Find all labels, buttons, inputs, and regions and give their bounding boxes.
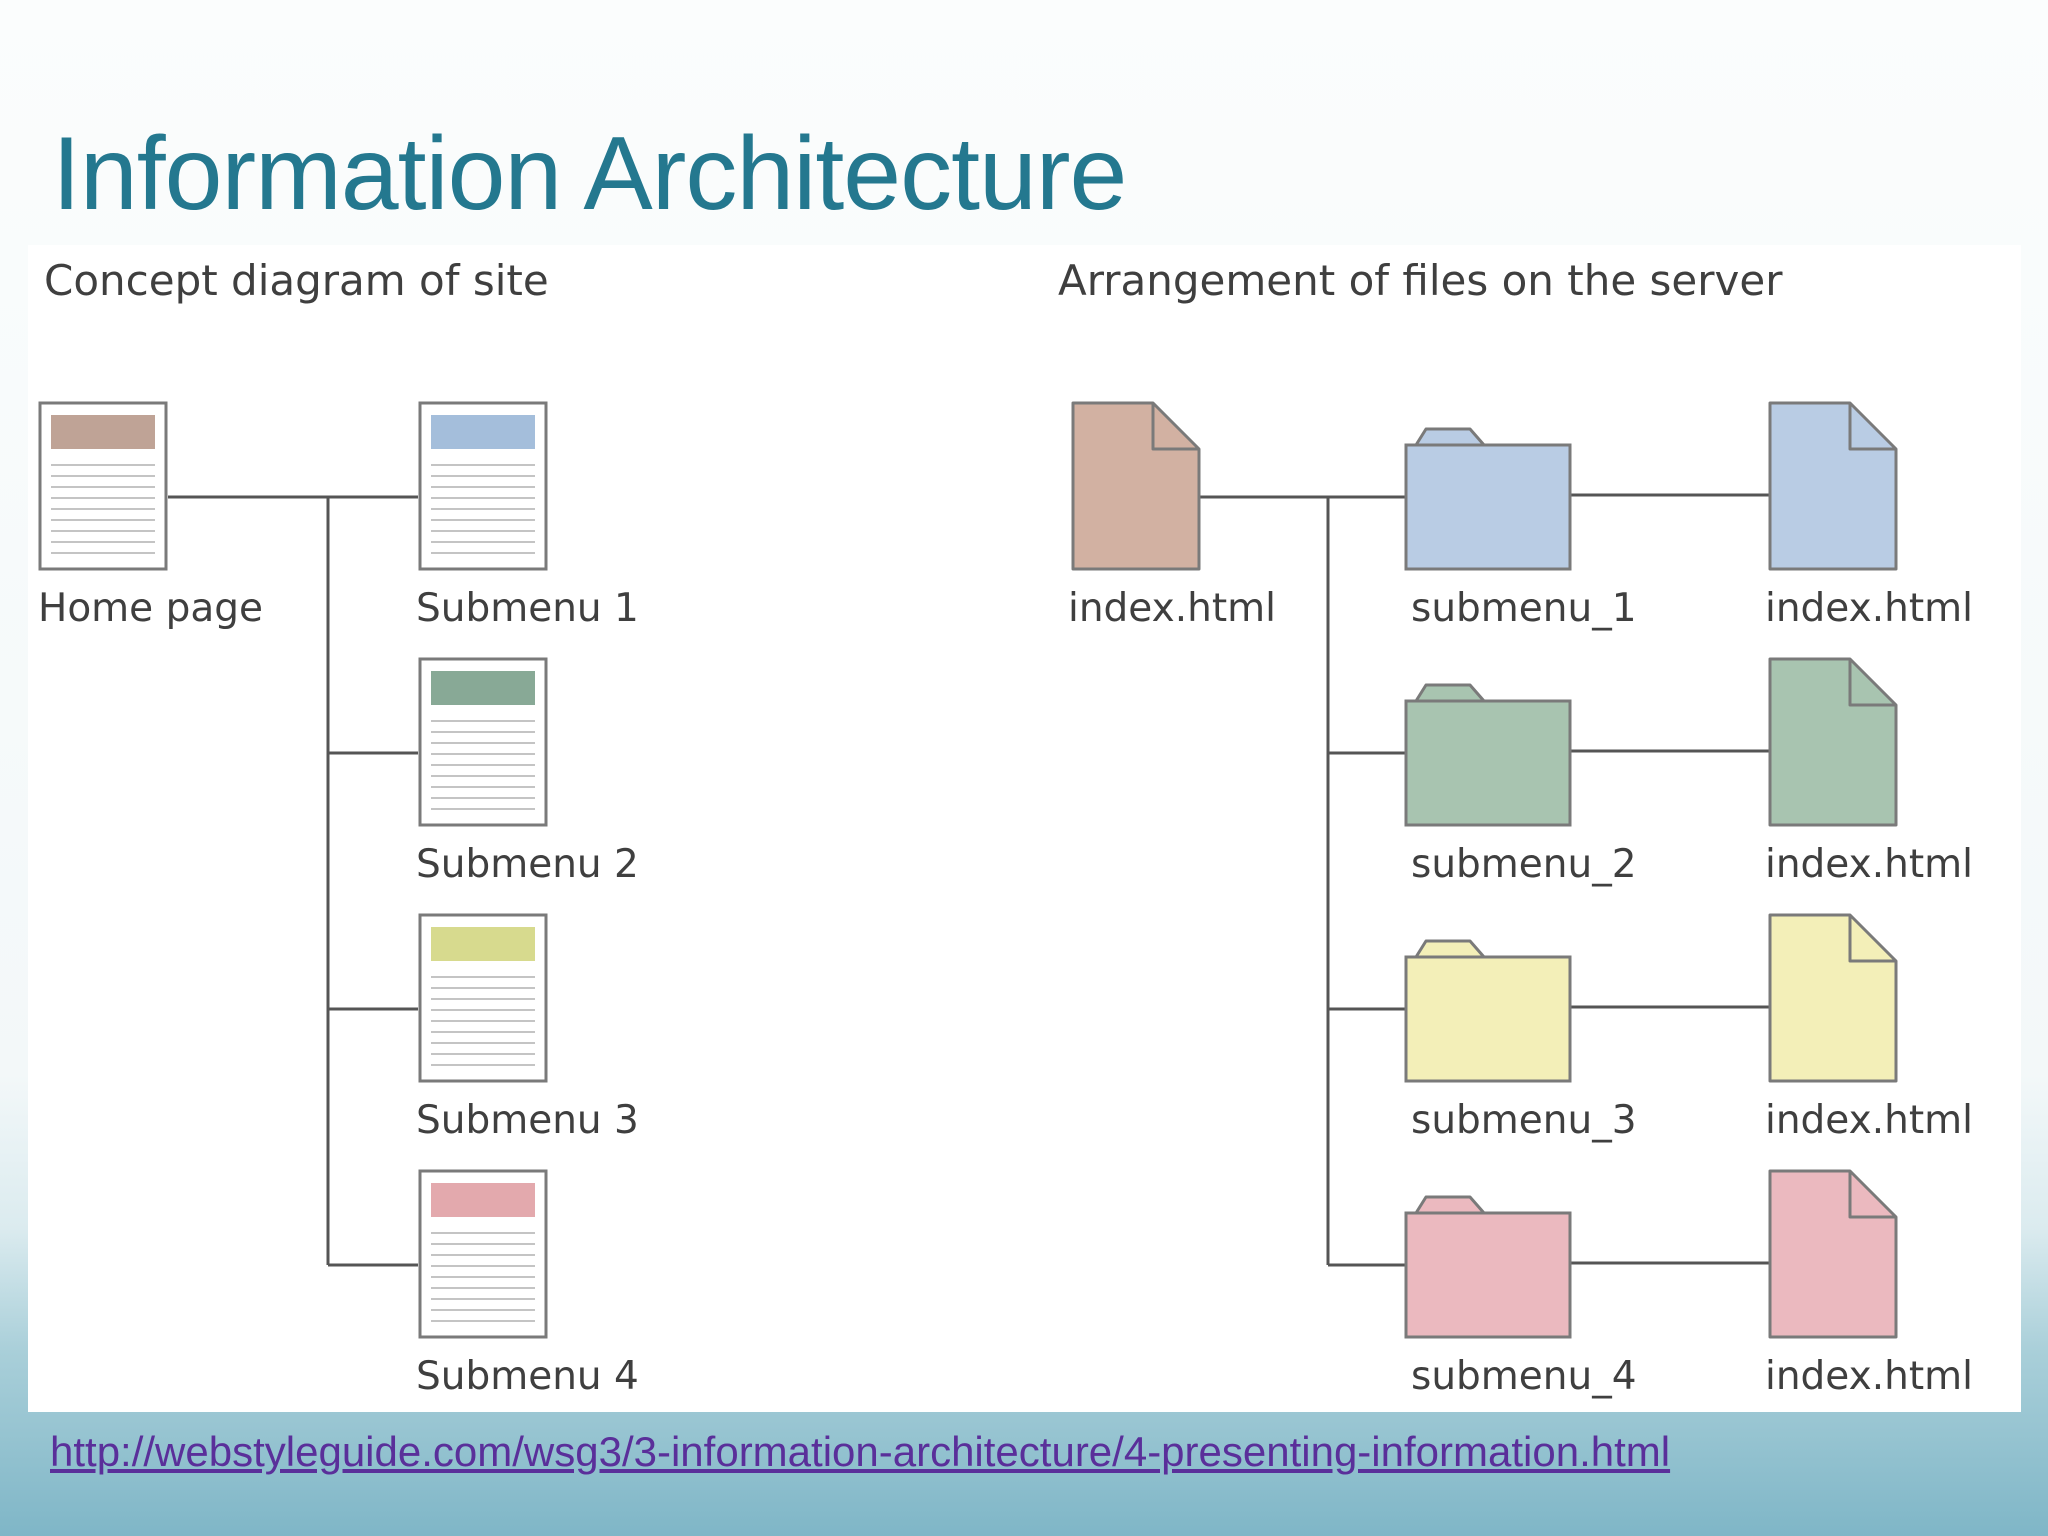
- folder-node: submenu_4: [1404, 1195, 1637, 1399]
- folder-file-label: index.html: [1765, 1354, 1973, 1399]
- folder-file-label: index.html: [1765, 586, 1973, 631]
- page-header-bar: [431, 1183, 535, 1217]
- submenu-page-node: Submenu 4: [416, 1169, 639, 1399]
- submenu-page-node: Submenu 1: [416, 401, 639, 631]
- concept-connectors: [168, 495, 418, 1267]
- folder-node: submenu_1: [1404, 427, 1637, 631]
- submenu-page-label: Submenu 1: [416, 586, 639, 631]
- page-icon: [418, 401, 548, 571]
- concept-heading: Concept diagram of site: [44, 256, 549, 305]
- folder-label: submenu_2: [1411, 842, 1637, 887]
- submenu-page-node: Submenu 3: [416, 913, 639, 1143]
- folder-icon: [1404, 683, 1572, 827]
- slide-title: Information Architecture: [52, 116, 1127, 232]
- folder-label: submenu_3: [1411, 1098, 1637, 1143]
- page-icon: [418, 1169, 548, 1339]
- folder-label: submenu_4: [1411, 1354, 1637, 1399]
- folder-icon: [1404, 427, 1572, 571]
- folder-icon: [1404, 1195, 1572, 1339]
- home-page-icon: [38, 401, 168, 571]
- folder-label: submenu_1: [1411, 586, 1637, 631]
- submenu-page-label: Submenu 2: [416, 842, 639, 887]
- root-file-label: index.html: [1068, 586, 1276, 631]
- folder-icon: [1404, 939, 1572, 1083]
- home-page-node: Home page: [38, 401, 263, 631]
- files-heading: Arrangement of files on the server: [1058, 256, 1783, 305]
- submenu-page-node: Submenu 2: [416, 657, 639, 887]
- folder-file-node: index.html: [1765, 401, 1973, 631]
- file-icon: [1768, 1169, 1898, 1339]
- home-page-header-bar: [51, 415, 155, 449]
- submenu-page-label: Submenu 3: [416, 1098, 639, 1143]
- page-header-bar: [431, 927, 535, 961]
- information-architecture-diagram: Concept diagram of site Arrangement of f…: [38, 256, 1973, 1399]
- home-page-label: Home page: [38, 586, 263, 631]
- files-connectors: [1198, 493, 1770, 1267]
- folder-file-label: index.html: [1765, 1098, 1973, 1143]
- folder-file-node: index.html: [1765, 913, 1973, 1143]
- page-header-bar: [431, 415, 535, 449]
- folder-file-label: index.html: [1765, 842, 1973, 887]
- diagram-panel: Concept diagram of site Arrangement of f…: [28, 245, 2021, 1412]
- folder-node: submenu_3: [1404, 939, 1637, 1143]
- page-icon: [418, 913, 548, 1083]
- folder-file-node: index.html: [1765, 1169, 1973, 1399]
- file-icon: [1768, 913, 1898, 1083]
- file-icon: [1768, 657, 1898, 827]
- file-icon: [1768, 401, 1898, 571]
- submenu-page-label: Submenu 4: [416, 1354, 639, 1399]
- page-header-bar: [431, 671, 535, 705]
- page-icon: [418, 657, 548, 827]
- folder-list: submenu_1 index.html submenu_2 index.html su…: [1404, 401, 1973, 1399]
- submenu-page-list: Submenu 1 Submenu 2 Submenu 3 Submenu 4: [416, 401, 639, 1399]
- root-file-icon: [1071, 401, 1201, 571]
- source-link[interactable]: http://webstyleguide.com/wsg3/3-informat…: [50, 1428, 1671, 1475]
- folder-file-node: index.html: [1765, 657, 1973, 887]
- folder-node: submenu_2: [1404, 683, 1637, 887]
- root-file-node: index.html: [1068, 401, 1276, 631]
